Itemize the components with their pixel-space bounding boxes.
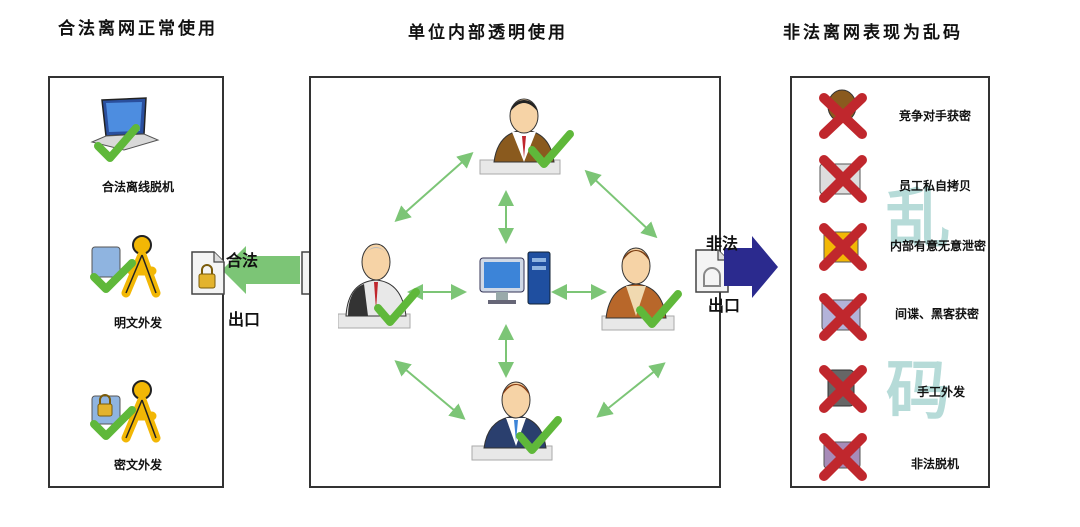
left-item-label: 密文外发: [113, 458, 163, 472]
laptop-icon: [84, 94, 164, 164]
middle-section-title: 单位内部透明使用: [408, 23, 568, 43]
watermark-ma: 码: [886, 354, 950, 429]
left-item-label: 明文外发: [113, 316, 163, 330]
competitor-cross-icon: [814, 84, 874, 140]
person-left-icon: [338, 236, 428, 336]
messenger-icon: [86, 233, 176, 305]
right-item-label: 内部有意无意泄密: [889, 239, 986, 253]
leak-cross-icon: [814, 218, 874, 274]
left-section-title: 合法离网正常使用: [58, 19, 218, 39]
right-section-title: 非法离网表现为乱码: [783, 23, 963, 43]
right-item-label: 间谍、黑客获密: [894, 307, 979, 321]
manual-send-cross-icon: [814, 360, 874, 416]
legal-exit-label-top: 合法: [226, 251, 259, 270]
messenger-lock-icon: [86, 378, 176, 450]
illegal-exit-label-bottom: 出口: [708, 296, 741, 315]
right-item-label: 员工私自拷贝: [898, 179, 971, 193]
illegal-exit-label-top: 非法: [706, 234, 739, 253]
offline-cross-icon: [814, 428, 874, 484]
computer-server-icon: [478, 250, 558, 310]
legal-exit-arrow: [222, 246, 302, 294]
right-item-label: 竞争对手获密: [898, 109, 971, 123]
right-item-label: 手工外发: [916, 385, 965, 399]
copy-cross-icon: [814, 150, 874, 206]
spy-cross-icon: [814, 288, 874, 344]
illegal-exit-arrow: [724, 236, 780, 298]
right-panel: 乱 码 竞争对手获密 员工私自拷贝 内部有意无意泄密 间谍、黑客获密: [790, 76, 990, 488]
person-top-icon: [478, 92, 578, 180]
legal-exit-label-bottom: 出口: [228, 310, 261, 329]
left-item-label: 合法离线脱机: [101, 180, 175, 194]
right-item-label: 非法脱机: [910, 457, 959, 471]
person-right-icon: [600, 240, 690, 336]
watermark-luan: 乱: [886, 182, 950, 257]
document-lock-icon: [190, 250, 226, 296]
person-bottom-icon: [470, 374, 570, 466]
network-connections: [394, 152, 666, 420]
